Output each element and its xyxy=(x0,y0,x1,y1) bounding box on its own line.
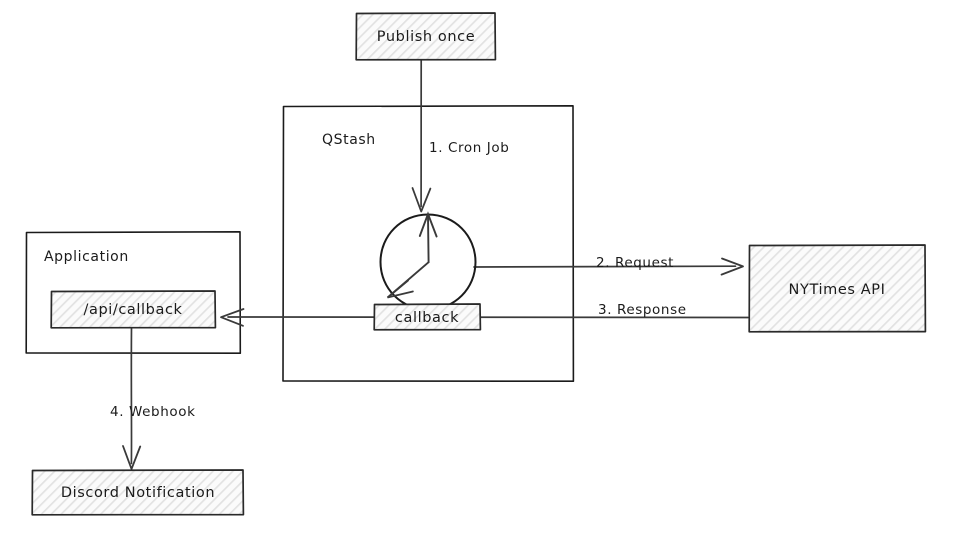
node-nytimes-api[interactable]: NYTimes API xyxy=(748,244,927,333)
clock-hand-up xyxy=(427,215,430,264)
response-label: 3. Response xyxy=(598,302,687,318)
application-container-outline xyxy=(25,231,242,354)
request-arrowhead xyxy=(720,257,744,276)
node-publish-once[interactable]: Publish once xyxy=(355,12,497,61)
publish-once-box[interactable] xyxy=(355,12,497,61)
edge-request: 2. Request xyxy=(473,255,744,276)
application-label: Application xyxy=(44,249,129,265)
node-discord-notification[interactable]: Discord Notification xyxy=(31,469,245,516)
node-clock[interactable] xyxy=(379,211,477,311)
webhook-arrowhead xyxy=(122,445,142,470)
callback-label: callback xyxy=(395,310,459,326)
cron-job-label: 1. Cron Job xyxy=(429,140,509,156)
node-callback[interactable]: callback xyxy=(373,303,482,331)
nytimes-api-box[interactable] xyxy=(748,244,927,333)
discord-notification-box[interactable] xyxy=(31,469,245,516)
api-callback-box[interactable] xyxy=(50,290,217,329)
publish-once-label: Publish once xyxy=(377,29,475,45)
discord-notification-label: Discord Notification xyxy=(61,485,215,501)
api-callback-label: /api/callback xyxy=(83,302,182,318)
response-arrowhead xyxy=(220,308,245,327)
edge-cron-job: 1. Cron Job xyxy=(411,59,509,213)
clock-hand-downleft-arrowhead xyxy=(386,279,414,299)
node-api-callback[interactable]: /api/callback xyxy=(50,290,217,329)
request-label: 2. Request xyxy=(596,255,674,271)
clock-hand-up-arrowhead xyxy=(418,211,438,238)
clock-icon xyxy=(379,211,477,311)
callback-box[interactable] xyxy=(373,303,482,331)
qstash-container-outline xyxy=(282,105,575,382)
group-qstash: QStash xyxy=(282,105,575,382)
edge-webhook: 4. Webhook xyxy=(110,326,196,470)
request-line xyxy=(473,265,737,268)
cron-job-arrowhead xyxy=(411,187,432,213)
webhook-label: 4. Webhook xyxy=(110,404,196,420)
edge-response: 3. Response xyxy=(220,302,749,327)
qstash-label: QStash xyxy=(322,132,376,148)
nytimes-api-label: NYTimes API xyxy=(789,282,886,298)
response-line xyxy=(227,316,749,319)
group-application: Application xyxy=(25,231,242,354)
